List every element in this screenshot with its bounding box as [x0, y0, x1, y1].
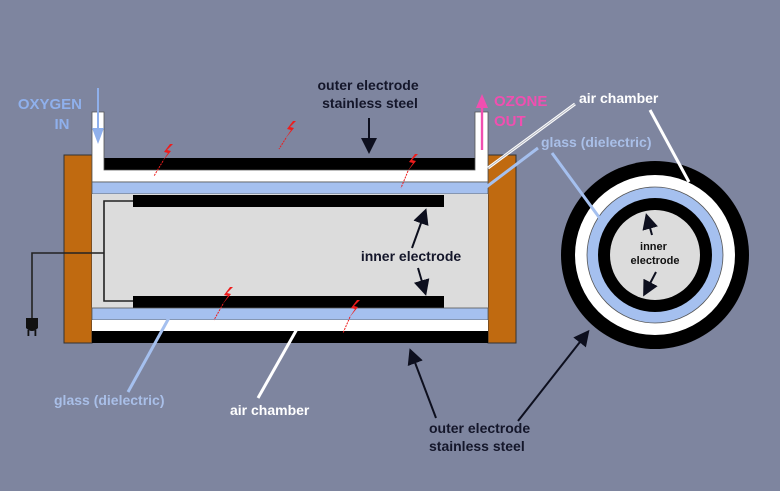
outer-electrode-bottom — [92, 331, 488, 343]
air-chamber-bottom-label: air chamber — [230, 402, 310, 418]
glass-top — [91, 181, 489, 195]
lightning-spark-icon — [400, 154, 418, 189]
inner-electrode-cross-label: inner electrode — [631, 241, 680, 267]
glass-bottom — [91, 307, 489, 321]
inner-electrode-side-label: inner electrode — [361, 248, 462, 264]
tube-cross-section — [561, 161, 749, 349]
inner-electrode-top — [133, 195, 444, 207]
outer-electrode-top — [104, 158, 475, 170]
air-chamber-top-label: air chamber — [579, 90, 659, 106]
ozone-out-arrow — [476, 94, 488, 150]
cross-inner-space — [610, 210, 700, 300]
glass-bottom-label: glass (dielectric) — [54, 392, 165, 408]
pointer-lines — [126, 102, 691, 422]
lightning-spark-icon — [213, 287, 233, 321]
lightning-spark-icon — [278, 121, 296, 150]
sparks — [153, 121, 418, 334]
end-cap-left — [63, 154, 93, 344]
lightning-spark-icon — [342, 300, 360, 334]
air-chamber-top — [91, 111, 489, 183]
air-chamber-bottom — [92, 320, 488, 331]
ozone-out-label: OZONE OUT — [494, 93, 552, 130]
glass-top-label: glass (dielectric) — [541, 134, 652, 150]
power-plug-icon — [26, 318, 38, 336]
oxygen-in-label: OXYGEN IN — [18, 96, 86, 133]
inner-electrode-bottom — [133, 296, 444, 308]
outer-electrode-top-label: outer electrode stainless steel — [317, 77, 422, 111]
lightning-spark-icon — [153, 144, 173, 177]
oxygen-in-arrow — [92, 88, 104, 144]
tube-side-view — [31, 111, 517, 344]
end-cap-right — [487, 154, 517, 344]
inner-electrode-wire — [31, 200, 133, 318]
outer-electrode-bottom-label: outer electrode stainless steel — [429, 420, 534, 454]
